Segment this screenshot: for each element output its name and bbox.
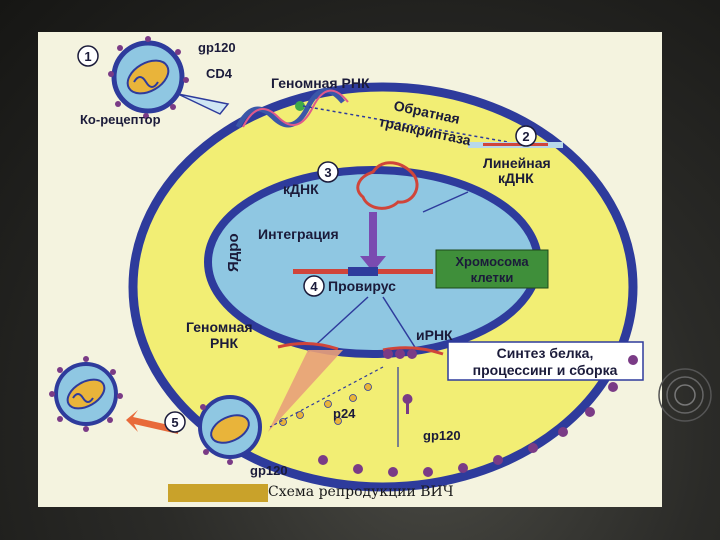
label-genomic-rna-1: Геномная bbox=[186, 319, 253, 335]
label-gp120-bottom: gp120 bbox=[250, 463, 288, 478]
label-cdna: кДНК bbox=[283, 181, 319, 197]
label-linear-cdna-2: кДНК bbox=[498, 170, 534, 186]
step-5: 5 bbox=[171, 415, 178, 430]
label-cd4: CD4 bbox=[206, 66, 233, 81]
step-markers: 1 2 3 4 5 bbox=[77, 45, 537, 433]
rna-export-arrow bbox=[268, 350, 343, 432]
label-genomic-rna-top: Геномная РНК bbox=[271, 75, 370, 91]
label-gp120-top: gp120 bbox=[198, 40, 236, 55]
label-synthesis-1: Синтез белка, bbox=[497, 345, 594, 361]
label-coreceptor: Ко-рецептор bbox=[80, 112, 161, 127]
slide-frame: 1 2 3 4 5 gp120 CD4 Ко-рецептор Геномная… bbox=[38, 32, 662, 507]
virus-entry bbox=[108, 36, 230, 119]
virus-budding bbox=[198, 395, 262, 465]
step-3: 3 bbox=[324, 165, 331, 180]
gp120-spikes bbox=[318, 355, 638, 477]
chromosome-box bbox=[435, 249, 549, 289]
genomic-rna-lower bbox=[277, 342, 339, 351]
label-linear-cdna-1: Линейная bbox=[483, 155, 551, 171]
label-chromosome-2: клетки bbox=[471, 270, 514, 285]
label-synthesis-2: процессинг и сборка bbox=[473, 362, 618, 378]
step-1: 1 bbox=[84, 49, 91, 64]
label-genomic-rna-2: РНК bbox=[210, 335, 238, 351]
diagram-caption: Схема репродукции ВИЧ bbox=[268, 484, 454, 500]
synthesis-box bbox=[447, 341, 644, 381]
decorative-ripples bbox=[658, 368, 712, 422]
label-mrna: иРНК bbox=[416, 327, 453, 343]
ribosomes bbox=[383, 349, 417, 359]
label-integration: Интеграция bbox=[258, 226, 339, 242]
step-4: 4 bbox=[310, 279, 318, 294]
virus-released bbox=[49, 356, 123, 432]
p24-proteins bbox=[279, 383, 372, 426]
circular-cdna bbox=[356, 161, 419, 210]
release-arrow bbox=[126, 410, 178, 434]
caption-bar bbox=[168, 484, 268, 502]
hiv-replication-diagram: 1 2 3 4 5 gp120 CD4 Ко-рецептор Геномная… bbox=[49, 36, 644, 492]
label-gp120-mid: gp120 bbox=[423, 428, 461, 443]
label-chromosome-1: Хромосома bbox=[455, 254, 529, 269]
label-provirus: Провирус bbox=[328, 278, 396, 294]
label-p24: p24 bbox=[333, 406, 356, 421]
label-nucleus: Ядро bbox=[225, 233, 242, 272]
rt-arrow bbox=[302, 105, 509, 143]
step-2: 2 bbox=[522, 129, 529, 144]
